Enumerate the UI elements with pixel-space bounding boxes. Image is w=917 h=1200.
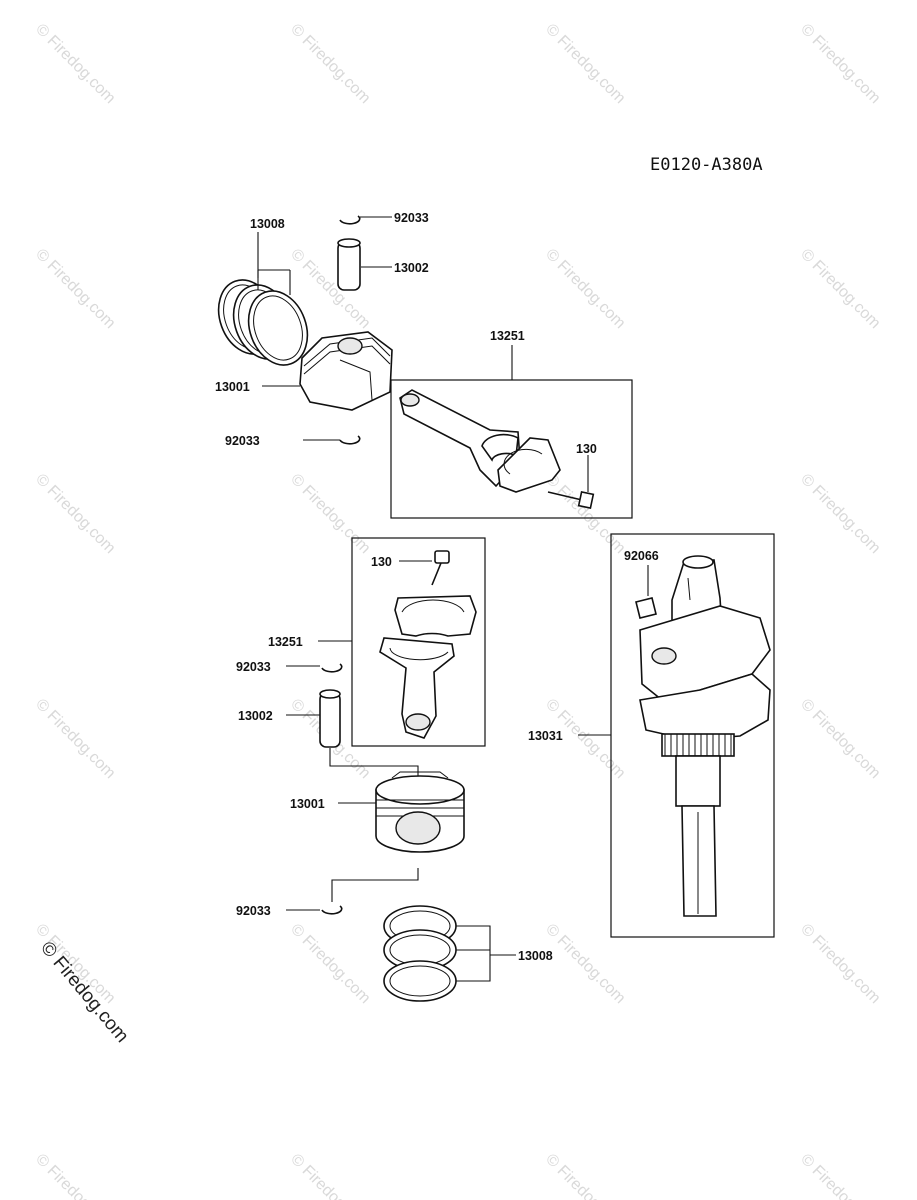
woodruff-key[interactable] [635,565,657,619]
connecting-rod-mid[interactable] [379,595,477,739]
callout-conrod-mid: 13251 [268,635,303,649]
circlip-bot[interactable] [321,905,343,915]
callout-bolt-mid: 130 [371,555,392,569]
watermark-text: © Firedog.com [287,471,373,557]
watermark-text: © Firedog.com [542,21,628,107]
piston-rings-top[interactable] [209,272,318,374]
corner-watermark: © Firedog.com [36,938,132,1047]
circlip-mid[interactable] [321,663,343,673]
piston-rings-bottom[interactable] [383,905,457,1002]
watermark-text: © Firedog.com [287,921,373,1007]
circlip-top-b[interactable] [339,435,361,445]
watermark-text: © Firedog.com [542,471,628,557]
connecting-rod-top[interactable] [399,389,561,493]
conrod-mid-box [351,537,486,747]
watermark-text: © Firedog.com [287,1151,373,1200]
callout-circlip-mid: 92033 [236,660,271,674]
watermark-text: © Firedog.com [32,246,118,332]
watermark-text: © Firedog.com [797,1151,883,1200]
conrod-bolt-top[interactable] [547,490,595,510]
piston-pin-top[interactable] [337,238,361,291]
callout-piston-mid: 13001 [290,797,325,811]
piston-pin-mid[interactable] [319,689,341,748]
crankshaft[interactable] [639,555,771,917]
diagram-code: E0120-A380A [650,155,763,175]
watermark-text: © Firedog.com [32,471,118,557]
watermark-text: © Firedog.com [32,1151,118,1200]
watermark-text: © Firedog.com [797,921,883,1007]
conrod-bolt-mid[interactable] [431,550,450,586]
callout-rings-top: 13008 [250,217,285,231]
watermark-text: © Firedog.com [797,471,883,557]
callout-pin-mid: 13002 [238,709,273,723]
watermark-text: © Firedog.com [32,696,118,782]
watermark-text: © Firedog.com [542,1151,628,1200]
piston-mid[interactable] [375,771,465,853]
callout-crankshaft: 13031 [528,729,563,743]
watermark-text: © Firedog.com [797,21,883,107]
watermark-text: © Firedog.com [542,246,628,332]
callout-circlip-top-b: 92033 [225,434,260,448]
callout-rings-bot: 13008 [518,949,553,963]
callout-circlip-bot: 92033 [236,904,271,918]
callout-bolt-top: 130 [576,442,597,456]
callout-piston-top: 13001 [215,380,250,394]
circlip-top-a[interactable] [339,215,361,225]
piston-top[interactable] [299,331,393,411]
watermark-text: © Firedog.com [797,696,883,782]
callout-key: 92066 [624,549,659,563]
watermark-text: © Firedog.com [32,21,118,107]
callout-conrod-top: 13251 [490,329,525,343]
watermark-text: © Firedog.com [542,921,628,1007]
watermark-text: © Firedog.com [797,246,883,332]
callout-circlip-top-a: 92033 [394,211,429,225]
watermark-text: © Firedog.com [287,21,373,107]
callout-pin-top: 13002 [394,261,429,275]
